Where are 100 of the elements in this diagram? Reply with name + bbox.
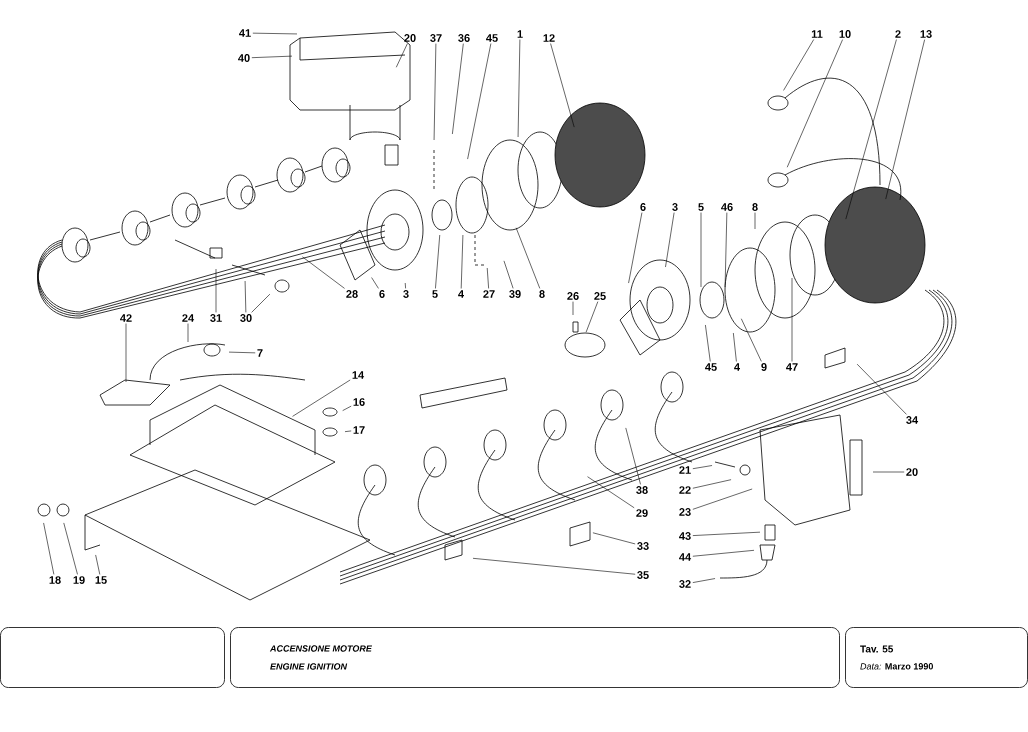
leader-line xyxy=(885,39,925,200)
callout-number: 24 xyxy=(182,314,195,322)
callout-number: 26 xyxy=(567,292,579,300)
leader-line xyxy=(63,522,78,575)
leader-line xyxy=(344,430,352,432)
leader-line xyxy=(692,531,761,536)
leader-line xyxy=(404,282,406,289)
leader-line xyxy=(741,318,762,362)
callout-number: 27 xyxy=(483,290,495,298)
leader-line xyxy=(228,351,256,354)
leader-line xyxy=(692,465,713,469)
leader-line xyxy=(187,323,189,343)
callout-number: 8 xyxy=(752,203,758,211)
leader-line xyxy=(692,488,753,510)
leader-line xyxy=(292,379,351,417)
callout-number: 45 xyxy=(486,34,498,42)
leader-line xyxy=(856,363,907,415)
leader-line xyxy=(724,212,728,288)
callout-number: 20 xyxy=(404,34,416,42)
leader-line xyxy=(215,268,217,313)
leader-line xyxy=(692,578,716,583)
callout-number: 31 xyxy=(210,314,222,322)
leader-line xyxy=(251,293,271,313)
leader-line xyxy=(786,39,843,168)
callout-number: 6 xyxy=(640,203,646,211)
callout-number: 23 xyxy=(679,508,691,516)
leader-line xyxy=(452,43,464,135)
leader-line xyxy=(515,227,541,289)
leader-line xyxy=(872,471,905,473)
leader-line xyxy=(95,554,101,575)
callout-number: 2 xyxy=(895,30,901,38)
leader-line xyxy=(472,558,636,575)
leader-line xyxy=(550,43,575,128)
leader-line xyxy=(572,301,574,316)
callout-number: 8 xyxy=(539,290,545,298)
leader-line xyxy=(342,405,352,411)
callout-number: 18 xyxy=(49,576,61,584)
callout-number: 34 xyxy=(906,416,919,424)
leader-line xyxy=(625,427,641,485)
callout-number: 39 xyxy=(509,290,521,298)
leader-line xyxy=(845,39,897,220)
callout-number: 5 xyxy=(432,290,438,298)
leader-line xyxy=(791,277,793,362)
callout-number: 20 xyxy=(906,468,918,476)
leader-line xyxy=(395,43,408,68)
leader-line xyxy=(43,522,55,575)
callout-number: 3 xyxy=(403,290,409,298)
callout-number: 46 xyxy=(721,203,733,211)
callout-number: 11 xyxy=(811,30,823,38)
callout-number: 44 xyxy=(679,553,692,561)
callout-number: 30 xyxy=(240,314,252,322)
leader-line xyxy=(486,267,489,289)
callout-number: 40 xyxy=(238,54,250,62)
leader-line xyxy=(700,212,702,288)
leader-line xyxy=(460,234,464,289)
callout-number: 10 xyxy=(839,30,851,38)
callout-number: 17 xyxy=(353,426,365,434)
callout-number: 37 xyxy=(430,34,442,42)
callout-number: 36 xyxy=(458,34,470,42)
leader-line xyxy=(517,39,521,138)
leader-line xyxy=(733,332,737,362)
callout-number: 13 xyxy=(920,30,932,38)
title-block-box: Tav. 55 Data: Marzo 1990 xyxy=(845,627,1028,688)
callout-number: 41 xyxy=(239,29,251,37)
leader-line xyxy=(783,39,815,91)
callout-number: 21 xyxy=(679,466,691,474)
callout-number: 22 xyxy=(679,486,691,494)
callout-number: 28 xyxy=(346,290,358,298)
callout-number: 4 xyxy=(458,290,464,298)
callout-number: 16 xyxy=(353,398,365,406)
callout-number: 5 xyxy=(698,203,704,211)
leader-line xyxy=(435,234,441,289)
callout-number: 4 xyxy=(734,363,740,371)
leader-line xyxy=(587,476,635,509)
leader-line xyxy=(628,212,643,284)
leader-line xyxy=(252,32,298,35)
leader-line xyxy=(125,323,127,383)
leader-line xyxy=(251,55,293,58)
callout-number: 19 xyxy=(73,576,85,584)
callout-number: 47 xyxy=(786,363,798,371)
leader-line xyxy=(592,532,636,545)
leader-line xyxy=(705,324,711,362)
callout-number: 25 xyxy=(594,292,606,300)
callout-number: 3 xyxy=(672,203,678,211)
leader-line xyxy=(503,260,514,289)
callout-number: 42 xyxy=(120,314,132,322)
leader-line xyxy=(433,43,437,141)
callout-number: 33 xyxy=(637,542,649,550)
callout-number: 32 xyxy=(679,580,691,588)
callout-number: 35 xyxy=(637,571,649,579)
callout-number: 38 xyxy=(636,486,648,494)
callout-number: 9 xyxy=(761,363,767,371)
callout-number: 1 xyxy=(517,30,523,38)
callout-number: 29 xyxy=(636,509,648,517)
callout-number: 12 xyxy=(543,34,555,42)
callout-number: 7 xyxy=(257,349,263,357)
leader-line xyxy=(244,280,247,313)
leader-line xyxy=(692,479,732,489)
leader-line xyxy=(665,212,675,268)
leader-line xyxy=(692,550,755,557)
